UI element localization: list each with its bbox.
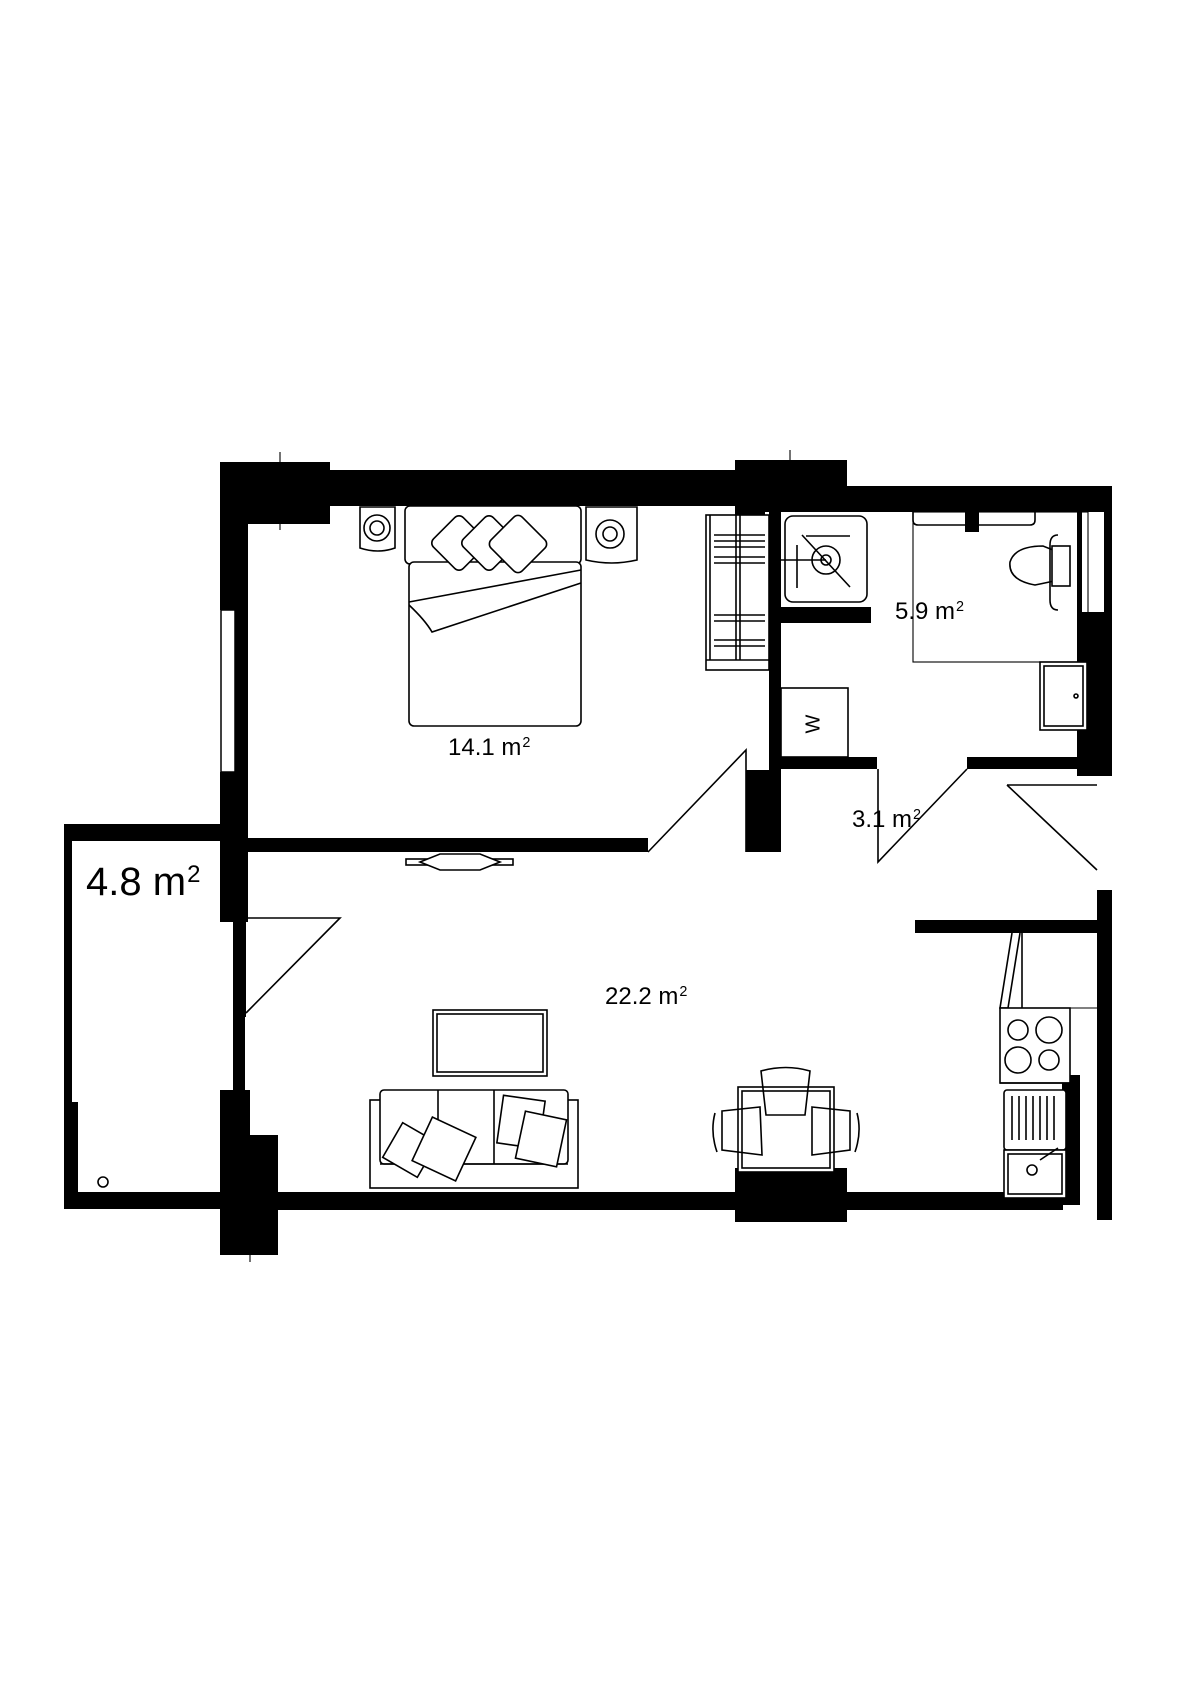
area-superscript: 2 <box>522 735 531 752</box>
door-entrance <box>1006 784 1098 871</box>
wall-shower-bottom <box>781 607 871 623</box>
area-superscript: 2 <box>956 599 965 616</box>
area-unit: m <box>501 734 522 761</box>
wall-bathroom-top <box>756 486 1112 512</box>
area-value: 4.8 <box>86 860 142 904</box>
tv <box>405 853 514 871</box>
wall-bedroom-left-upper <box>220 462 248 610</box>
room-area-living: 22.2 m2 <box>605 985 687 1009</box>
bedroom-furniture <box>359 505 770 727</box>
wall-living-left-upper <box>233 922 246 1017</box>
towel-rail <box>912 512 1036 532</box>
kitchen-sink <box>1003 1147 1067 1199</box>
wall-kitchen-partition <box>915 920 1097 933</box>
nightstand-right <box>585 506 638 564</box>
wall-kitchen-right-lower <box>1097 1070 1112 1220</box>
area-value: 22.2 <box>605 983 652 1010</box>
doors <box>245 748 1098 1014</box>
door-bedroom <box>647 748 747 853</box>
wall-living-bottom <box>248 1192 1063 1210</box>
wall-living-left-mid <box>233 1012 245 1102</box>
area-unit: m <box>152 860 187 904</box>
wall-balcony-bottom <box>64 1192 234 1209</box>
balcony-drain <box>97 1176 109 1188</box>
wall-hallway-left <box>769 512 781 852</box>
wall-balcony-top <box>64 824 234 841</box>
wall-bottom-pier <box>735 1168 847 1222</box>
toilet <box>1009 534 1071 611</box>
stove <box>999 1007 1071 1084</box>
bathroom-sink <box>1039 661 1088 731</box>
door-balcony <box>245 917 342 1014</box>
bathroom-zone <box>912 511 1089 663</box>
kitchen-wall-gap <box>1080 1075 1097 1205</box>
wardrobe <box>705 514 770 671</box>
wall-balcony-left <box>64 824 72 1209</box>
area-unit: m <box>935 598 956 625</box>
shower <box>780 515 868 603</box>
area-superscript: 2 <box>187 860 201 888</box>
room-area-balcony: 4.8 m2 <box>86 862 200 902</box>
washer-label: W <box>802 714 824 733</box>
wall-bedroom-bottom <box>248 838 648 852</box>
area-value: 5.9 <box>895 598 929 625</box>
area-unit: m <box>892 806 913 833</box>
door-bathroom <box>877 768 968 864</box>
living-furniture <box>97 853 860 1189</box>
wall-hallway-top-right <box>967 757 1111 769</box>
room-area-bathroom: 5.9 m2 <box>895 600 964 624</box>
room-area-hallway: 3.1 m2 <box>852 808 921 832</box>
double-bed <box>404 505 582 727</box>
wall-hallway-top-left <box>781 757 877 769</box>
area-value: 3.1 <box>852 806 886 833</box>
wall-balcony-left-lower <box>64 1102 78 1209</box>
fridge-door <box>999 932 1023 1009</box>
dining-set <box>712 1066 860 1173</box>
area-superscript: 2 <box>913 807 922 824</box>
sofa <box>369 1089 579 1189</box>
walls <box>64 450 1112 1262</box>
rug <box>432 1009 548 1077</box>
dishwasher <box>1003 1089 1067 1151</box>
wall-bedroom-door-jamb <box>746 770 770 852</box>
wall-bedroom-left-lower <box>220 772 248 922</box>
bathroom-niche <box>1082 512 1104 612</box>
bathroom-fixtures: W <box>780 511 1089 758</box>
wall-kitchen-right-upper <box>1097 890 1112 1070</box>
kitchen-fixtures <box>999 932 1097 1199</box>
area-value: 14.1 <box>448 734 495 761</box>
room-area-bedroom: 14.1 m2 <box>448 736 530 760</box>
washing-machine: W <box>780 687 849 758</box>
area-unit: m <box>658 983 679 1010</box>
wall-window-sill <box>235 610 248 772</box>
area-superscript: 2 <box>679 984 688 1001</box>
window-bedroom-left <box>220 609 236 773</box>
nightstand-left <box>359 506 396 552</box>
